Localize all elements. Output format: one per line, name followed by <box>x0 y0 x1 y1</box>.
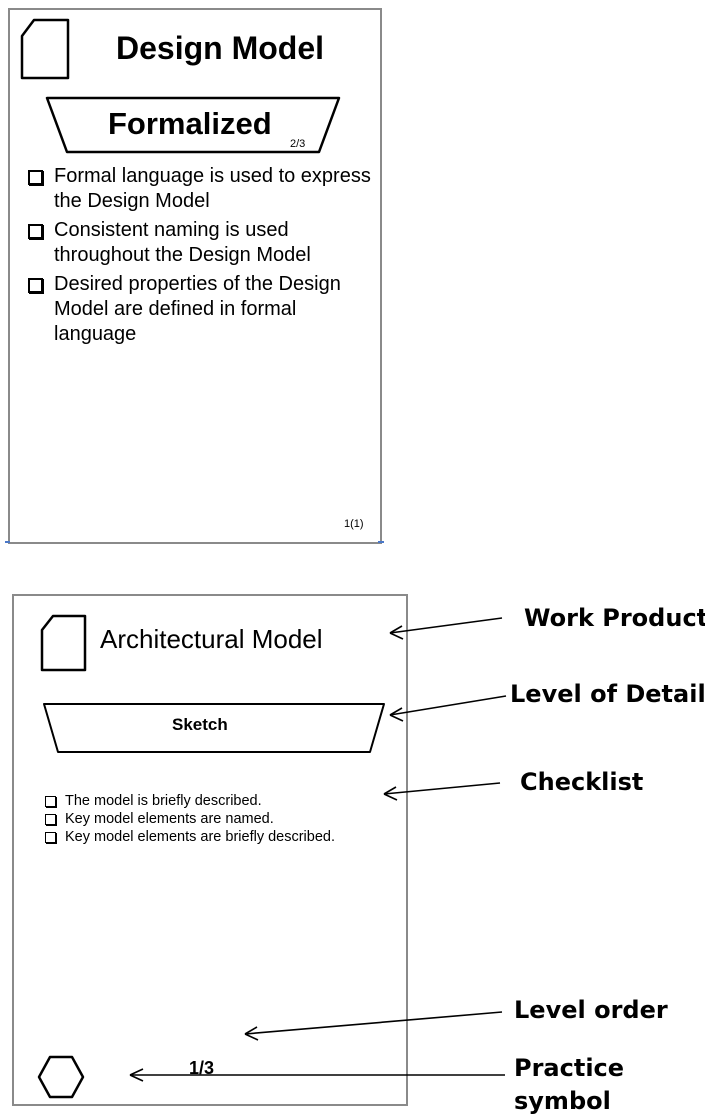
arrow-work-product <box>389 617 503 634</box>
level-name: Sketch <box>172 715 228 734</box>
checklist-item: Consistent naming is used throughout the… <box>26 218 374 268</box>
card-title: Architectural Model <box>100 624 323 654</box>
checklist: Formal language is used to express the D… <box>26 164 374 351</box>
annotation-checklist: Checklist <box>520 768 644 796</box>
checklist-item: Formal language is used to express the D… <box>26 164 374 214</box>
level-order: 1/3 <box>189 1058 215 1078</box>
work-product-icon <box>40 614 87 672</box>
work-product-icon <box>20 18 70 80</box>
checklist-item: Key model elements are named. <box>44 810 344 828</box>
arrow-checklist <box>383 782 501 795</box>
checkbox-icon <box>28 278 43 293</box>
level-name: Formalized <box>108 106 272 141</box>
separator-tick-right <box>378 541 384 543</box>
level-banner <box>45 96 341 154</box>
level-banner <box>43 703 385 753</box>
card-title: Design Model <box>116 30 325 66</box>
arrow-level-of-detail <box>389 695 507 716</box>
checkbox-icon <box>45 814 56 825</box>
checklist-item: Desired properties of the Design Model a… <box>26 272 374 347</box>
checklist-item: Key model elements are briefly described… <box>44 828 344 846</box>
checkbox-icon <box>45 796 56 807</box>
architectural-model-card <box>12 594 408 1106</box>
hexagon-icon <box>37 1055 85 1099</box>
checkbox-icon <box>45 832 56 843</box>
annotation-work-product: Work Product <box>524 604 705 632</box>
annotation-level-of-detail: Level of Detail <box>510 680 705 708</box>
checklist: The model is briefly described. Key mode… <box>44 792 344 846</box>
annotation-practice-symbol: Practice symbol <box>514 1054 625 1115</box>
arrow-level-order <box>244 1011 503 1035</box>
checklist-item: The model is briefly described. <box>44 792 344 810</box>
page-number: 1(1) <box>344 518 364 530</box>
annotation-level-order: Level order <box>514 996 668 1024</box>
checkbox-icon <box>28 224 43 239</box>
separator-tick-left <box>5 541 10 543</box>
level-order: 2/3 <box>290 138 306 150</box>
checkbox-icon <box>28 170 43 185</box>
